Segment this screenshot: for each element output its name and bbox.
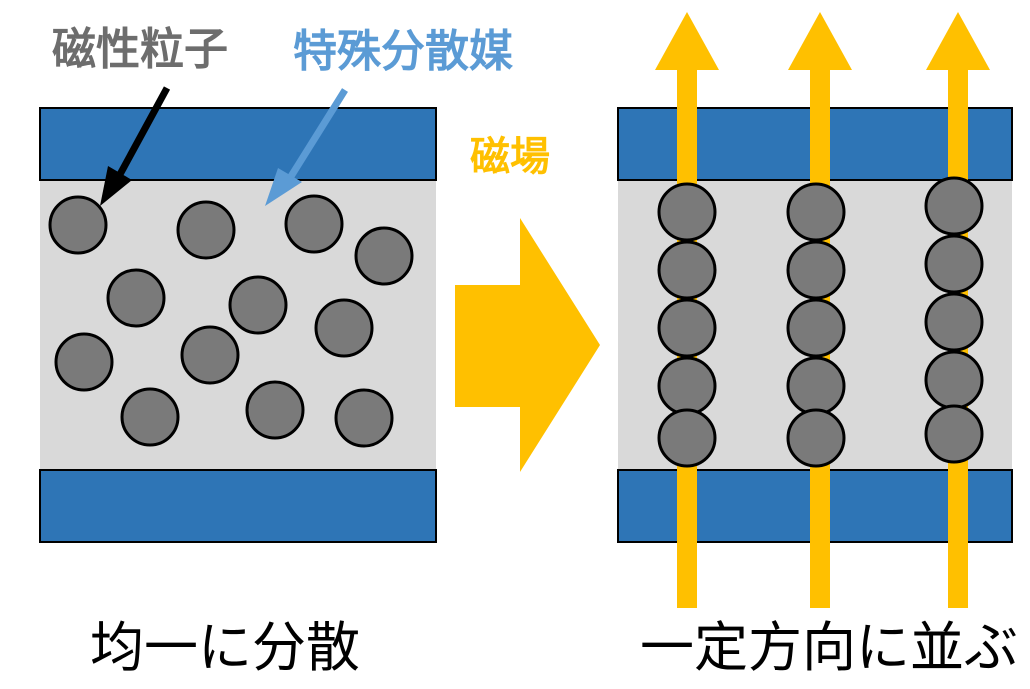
left-panel <box>39 86 437 543</box>
particle <box>354 226 414 286</box>
particle-chain <box>924 176 984 464</box>
particle <box>176 200 236 260</box>
field-label: 磁場 <box>470 134 550 180</box>
particle <box>48 195 108 255</box>
right-panel <box>617 12 1013 608</box>
particle-pointer-arrowhead <box>100 166 132 206</box>
particle <box>334 388 394 448</box>
medium-pointer-arrowhead <box>265 168 302 206</box>
particle <box>924 234 984 294</box>
left-bottom-plate <box>39 469 437 543</box>
particle <box>657 298 717 358</box>
particle-label: 磁性粒子 <box>52 24 228 75</box>
particle <box>786 182 846 242</box>
particle <box>924 292 984 352</box>
particle <box>245 380 305 440</box>
particle <box>786 408 846 468</box>
particle <box>54 332 114 392</box>
left-caption: 均一に分散 <box>90 616 360 679</box>
particle <box>786 356 846 416</box>
particle <box>924 350 984 410</box>
particle <box>924 404 984 464</box>
particle <box>657 240 717 300</box>
particle-pointer-arrow <box>114 86 171 180</box>
particle <box>120 387 180 447</box>
particle <box>228 275 288 335</box>
particle <box>180 325 240 385</box>
field-arrowhead-icon <box>788 12 852 70</box>
particle <box>657 408 717 468</box>
particle <box>106 268 166 328</box>
right-caption: 一定方向に並ぶ <box>640 616 1018 679</box>
particle <box>657 356 717 416</box>
particle <box>314 298 374 358</box>
field-arrowhead-icon <box>926 12 990 70</box>
medium-label: 特殊分散媒 <box>293 26 514 77</box>
particle <box>657 182 717 242</box>
particle <box>924 176 984 236</box>
transition-arrow-icon <box>455 218 600 472</box>
particle <box>284 194 344 254</box>
left-top-plate <box>39 107 437 181</box>
particle <box>786 298 846 358</box>
field-arrowhead-icon <box>655 12 719 70</box>
medium-pointer-arrow <box>287 88 348 180</box>
left-particles <box>48 194 414 448</box>
particle-chain <box>786 182 846 468</box>
particle-chain <box>657 182 717 468</box>
particle <box>786 240 846 300</box>
